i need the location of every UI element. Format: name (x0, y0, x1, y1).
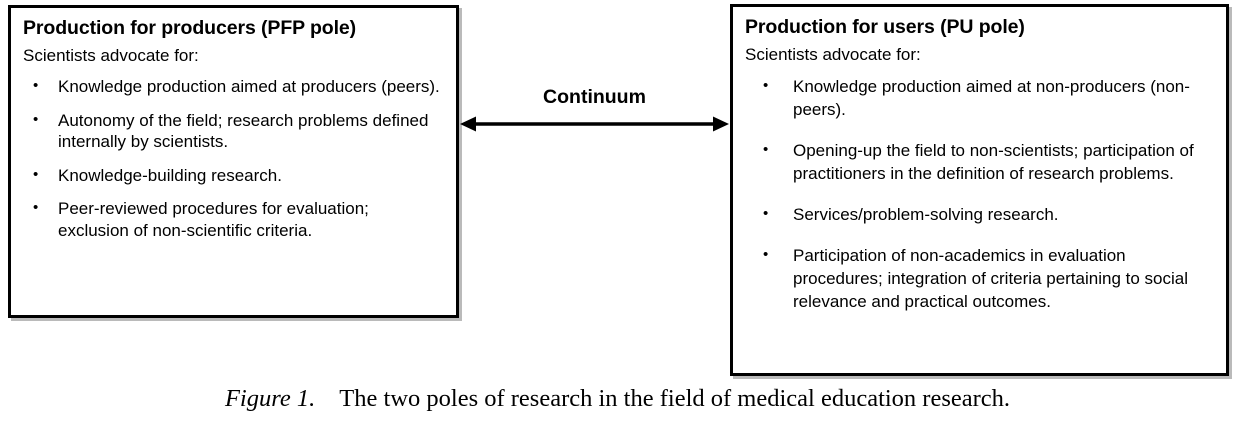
list-item: Peer-reviewed procedures for evaluation;… (23, 197, 444, 241)
pu-pole-title: Production for users (PU pole) (745, 16, 1025, 38)
pfp-pole-bullet-list: Knowledge production aimed at producers … (23, 75, 444, 241)
list-item: Participation of non-academics in evalua… (745, 243, 1214, 313)
pu-pole-box: Production for users (PU pole) Scientist… (730, 4, 1229, 376)
pfp-pole-intro: Scientists advocate for: (23, 46, 199, 65)
double-arrow-icon (460, 116, 729, 132)
list-item: Knowledge production aimed at producers … (23, 75, 444, 98)
pfp-pole-box: Production for producers (PFP pole) Scie… (8, 5, 459, 318)
continuum-connector: Continuum (459, 86, 730, 142)
list-item: Autonomy of the field; research problems… (23, 109, 444, 153)
pu-pole-intro: Scientists advocate for: (745, 45, 921, 64)
figure-caption-label: Figure 1. (224, 385, 316, 412)
pfp-pole-title: Production for producers (PFP pole) (23, 17, 357, 39)
list-item: Knowledge production aimed at non-produc… (745, 74, 1214, 121)
continuum-label: Continuum (543, 86, 646, 108)
list-item: Knowledge-building research. (23, 164, 444, 187)
list-item: Opening-up the field to non-scientists; … (745, 138, 1214, 185)
figure-caption-text: The two poles of research in the field o… (339, 385, 1011, 412)
list-item: Services/problem-solving research. (745, 202, 1214, 226)
figure-caption: Figure 1. The two poles of research in t… (0, 384, 1235, 414)
pu-pole-bullet-list: Knowledge production aimed at non-produc… (745, 74, 1214, 313)
